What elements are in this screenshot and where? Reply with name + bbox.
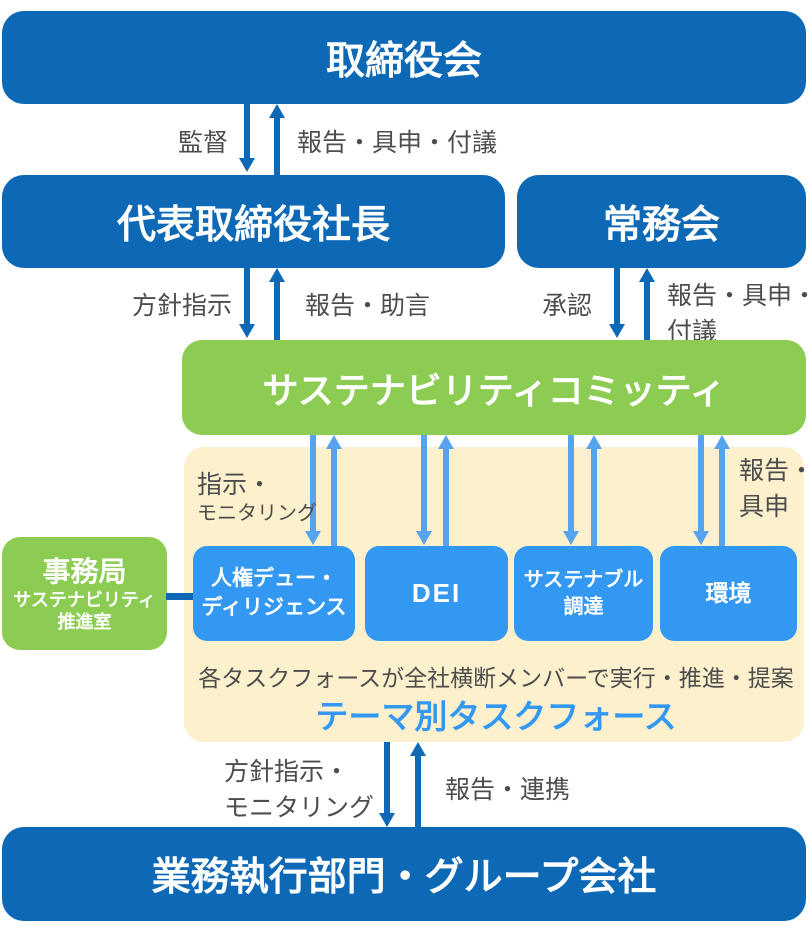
report-advice-label: 報告・助言 bbox=[305, 292, 431, 320]
instruction-arrow-down-icon-4 bbox=[692, 435, 709, 545]
report-proposal-referral-top-label: 報告・具申・付議 bbox=[297, 129, 498, 157]
policy-monitoring-arrow-down-icon bbox=[378, 742, 395, 827]
report-collaboration-label: 報告・連携 bbox=[445, 776, 571, 804]
instruction-line2-label: モニタリング bbox=[197, 502, 317, 525]
report-line1-label: 報告・ bbox=[739, 457, 808, 485]
president-label: 代表取締役社長 bbox=[116, 203, 390, 247]
instruction-arrow-down-icon-1 bbox=[304, 435, 321, 545]
instruction-arrow-down-icon-2 bbox=[415, 435, 432, 545]
instruction-line1-label: 指示・ bbox=[197, 471, 273, 499]
approval-label: 承認 bbox=[541, 292, 592, 320]
policy-monitoring-line2-label: モニタリング bbox=[224, 794, 375, 822]
sustainability-committee-box: サステナビリティコミッティ bbox=[182, 340, 806, 435]
report-arrow-up-icon-4 bbox=[713, 435, 730, 546]
secretariat-title: 事務局 bbox=[42, 555, 127, 587]
policy-direction-label: 方針指示 bbox=[131, 292, 232, 320]
executive-council-label: 常務会 bbox=[602, 203, 720, 247]
taskforce-procurement-box: サステナブル 調達 bbox=[514, 546, 653, 641]
report-arrow-up-icon-3 bbox=[585, 435, 602, 546]
taskforce-dei-box: DEI bbox=[365, 546, 508, 641]
taskforce-dei-line1: DEI bbox=[411, 577, 462, 608]
executive-council-box: 常務会 bbox=[517, 175, 806, 268]
report-arrow-up-icon-2 bbox=[437, 435, 454, 546]
report-collaboration-arrow-up-icon bbox=[409, 742, 426, 827]
report-advice-arrow-up-icon bbox=[268, 268, 285, 340]
approval-arrow-down-icon bbox=[608, 268, 625, 338]
operations-box: 業務執行部門・グループ会社 bbox=[2, 827, 806, 921]
secretariat-subtitle-line1: サステナビリティ bbox=[13, 589, 156, 610]
policy-direction-arrow-down-icon bbox=[238, 268, 255, 338]
taskforce-procurement-line1: サステナブル bbox=[523, 568, 644, 591]
taskforce-note: 各タスクフォースが全社横断メンバーで実行・推進・提案 bbox=[198, 665, 794, 691]
secretariat-subtitle-line2: 推進室 bbox=[57, 612, 112, 632]
secretariat-box: 事務局 サステナビリティ 推進室 bbox=[2, 537, 167, 650]
taskforce-human-rights-line2: ディリジェンス bbox=[201, 595, 347, 619]
report-to-board-arrow-up-icon bbox=[268, 104, 285, 175]
taskforce-environment-line1: 環境 bbox=[705, 579, 752, 606]
taskforce-human-rights-line1: 人権デュー・ bbox=[211, 567, 337, 591]
secretariat-connector-line bbox=[166, 593, 195, 600]
president-box: 代表取締役社長 bbox=[2, 175, 505, 268]
sustainability-committee-label: サステナビリティコミッティ bbox=[262, 369, 726, 411]
taskforce-procurement-line2: 調達 bbox=[563, 595, 604, 618]
policy-monitoring-line1-label: 方針指示・ bbox=[224, 758, 350, 786]
taskforce-environment-box: 環境 bbox=[660, 546, 797, 641]
report-arrow-up-icon-1 bbox=[325, 435, 342, 546]
report-proposal-line1-label: 報告・具申・ bbox=[667, 282, 808, 310]
report-proposal-arrow-up-icon bbox=[638, 268, 655, 340]
report-line2-label: 具申 bbox=[739, 493, 790, 521]
taskforce-area-title: テーマ別タスクフォース bbox=[315, 698, 677, 735]
instruction-arrow-down-icon-3 bbox=[562, 435, 579, 545]
board-of-directors-label: 取締役会 bbox=[325, 39, 482, 83]
board-of-directors-box: 取締役会 bbox=[2, 11, 806, 104]
taskforce-human-rights-box: 人権デュー・ ディリジェンス bbox=[193, 546, 355, 641]
supervision-label: 監督 bbox=[177, 129, 228, 157]
supervision-arrow-down-icon bbox=[238, 104, 255, 172]
operations-label: 業務執行部門・グループ会社 bbox=[151, 856, 657, 899]
